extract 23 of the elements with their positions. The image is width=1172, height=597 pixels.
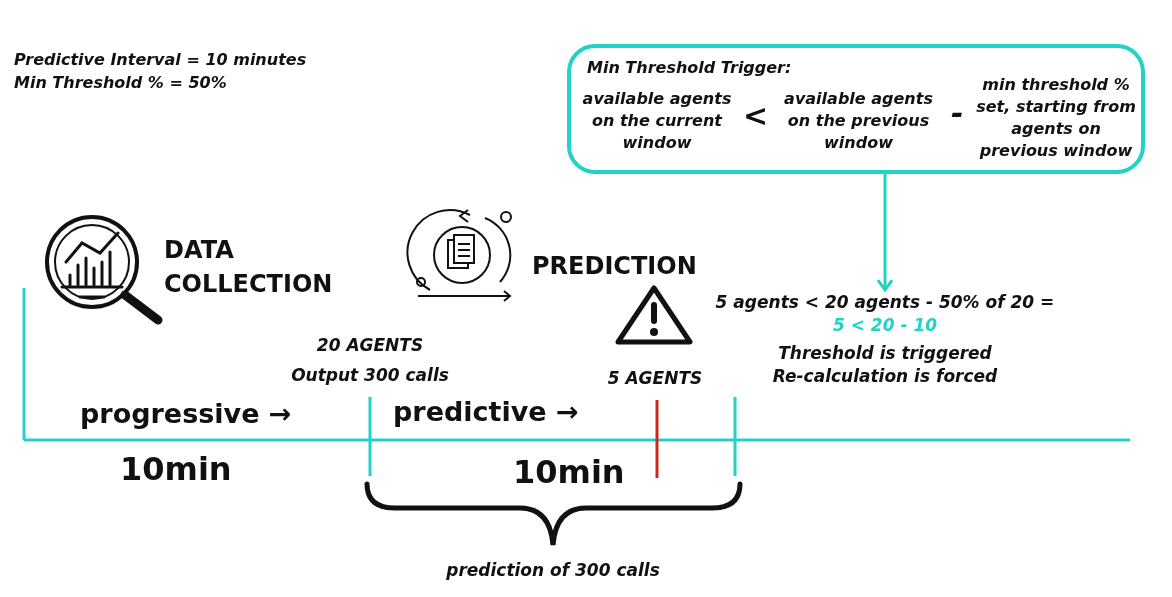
stage-heading: PREDICTION [532,252,697,280]
condition-text: available agents on the previous window [783,88,934,154]
output-text: Output 300 calls [290,365,450,385]
phase-label: progressive → [80,398,292,429]
panel-heading: Min Threshold Trigger: [587,58,792,77]
parameter-text: Min Threshold % = 50% [14,73,227,92]
trigger-panel [567,44,1145,174]
arrow [876,174,894,292]
formula-text: 5 agents < 20 agents - 50% of 20 = [714,292,1056,312]
agent-count: 5 AGENTS [606,368,704,388]
parameter-text: Predictive Interval = 10 minutes [14,50,307,69]
operator-symbol: - [951,96,964,131]
brace-caption: prediction of 300 calls [445,560,661,580]
phase-label: predictive → [393,396,579,427]
operator-symbol: < [743,98,769,133]
status-text: Threshold is triggered [777,343,993,363]
condition-text: min threshold % set, starting from agents on previous window [976,74,1136,162]
condition-text: available agents on the current window [581,88,733,154]
stage-heading: DATA COLLECTION [164,235,334,300]
result-text: 5 < 20 - 10 [831,315,939,335]
duration-label: 10min [120,450,232,488]
duration-label: 10min [513,453,625,491]
agent-count: 20 AGENTS [315,335,425,355]
